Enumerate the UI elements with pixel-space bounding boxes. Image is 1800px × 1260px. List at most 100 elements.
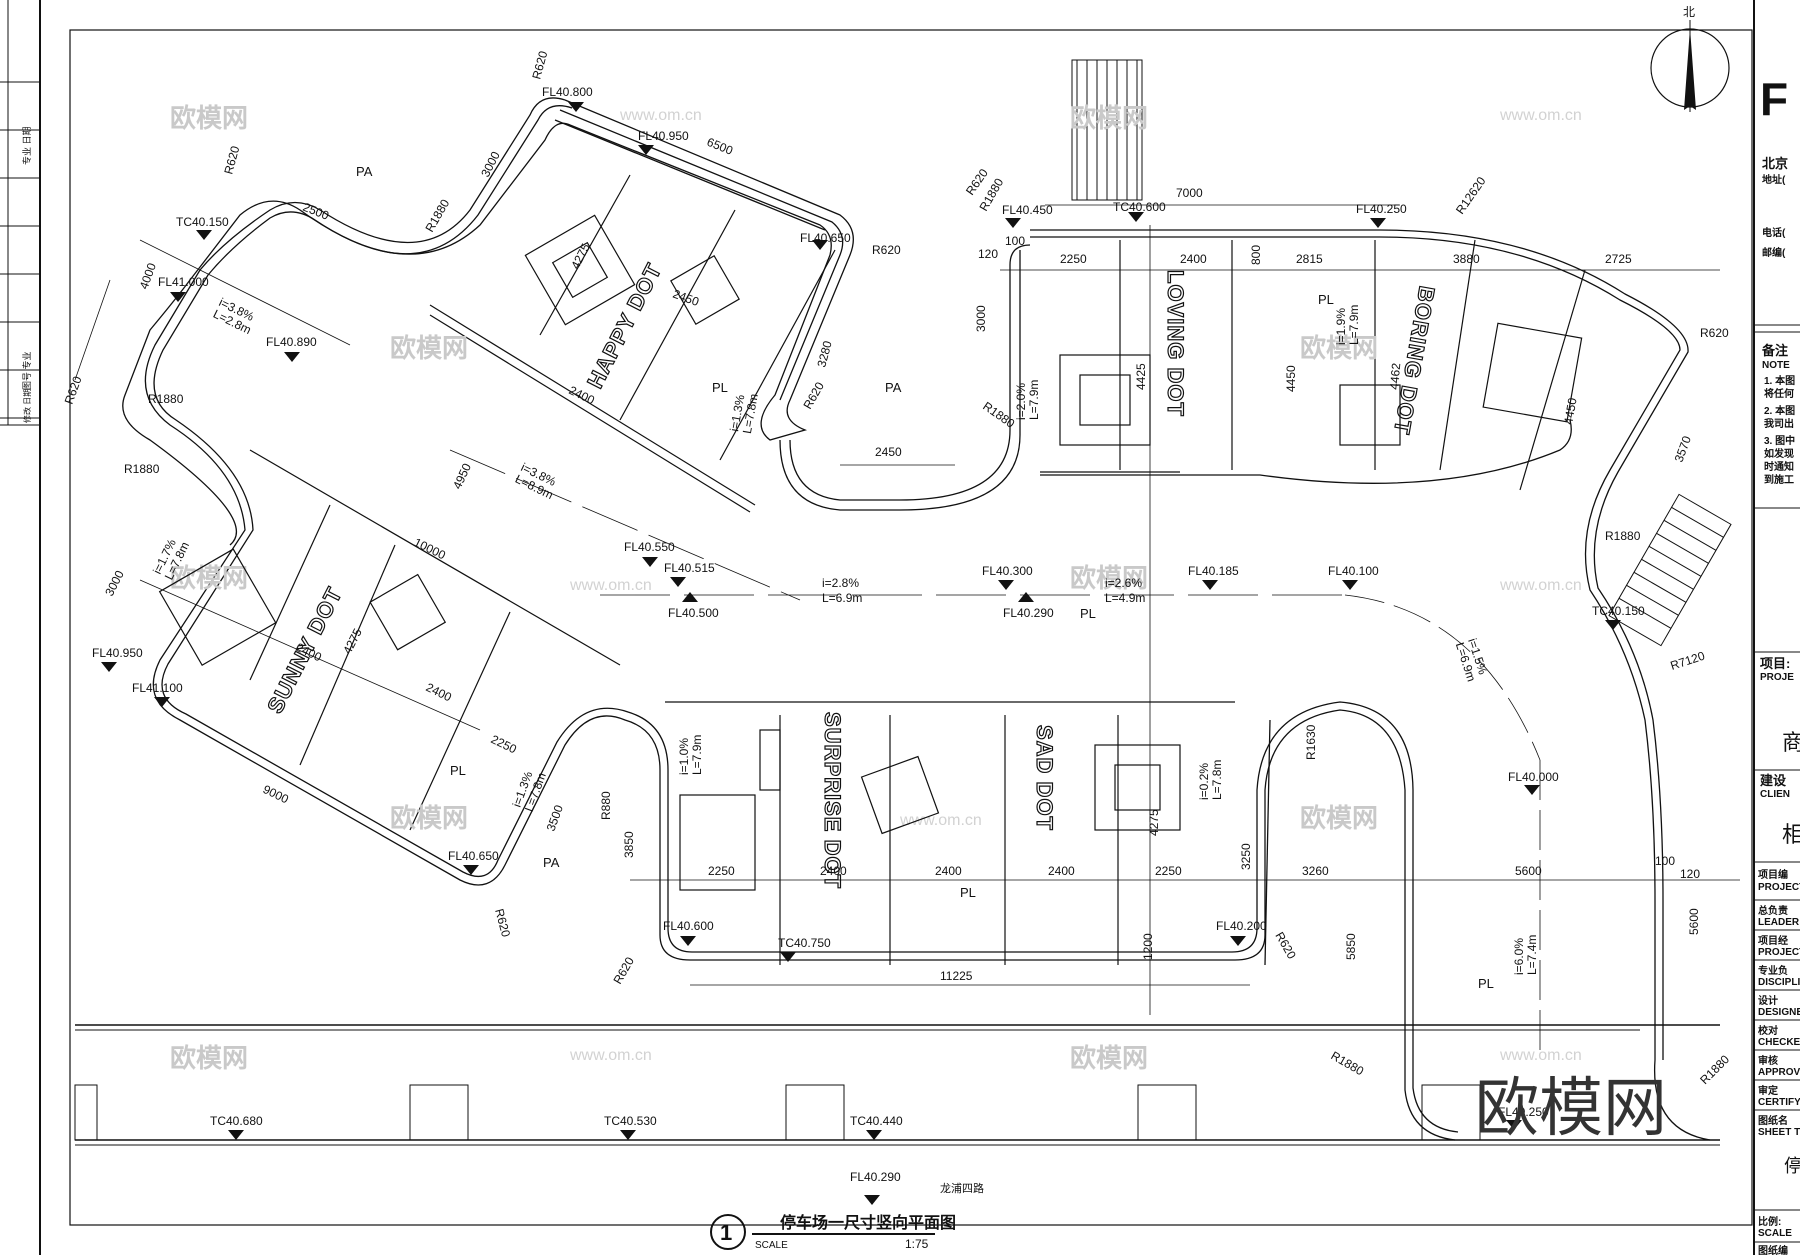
margin-label-2: 图号 专业	[21, 351, 32, 390]
zone-label-pl-1: PL	[712, 380, 728, 395]
footer-cn: 图纸编	[1758, 1244, 1788, 1255]
radius-16: R7120	[1669, 649, 1707, 673]
dim-2250-b: 2250	[489, 732, 519, 756]
company-postcode: 邮编(	[1762, 246, 1786, 259]
watermark-layer: 欧模网 欧模网 欧模网 欧模网 欧模网 欧模网 欧模网 欧模网 欧模网 欧模网 …	[170, 103, 1582, 1073]
watermark-9: 欧模网	[170, 1043, 248, 1073]
curb-upper-right-lot	[779, 229, 1711, 1141]
curb-upper-left-lot	[122, 99, 854, 546]
radius-20: R620	[1272, 930, 1299, 962]
radius-15: R620	[492, 907, 513, 939]
elev-fl-41-000: FL41.000	[158, 275, 209, 289]
crosswalk-top	[1071, 59, 1143, 201]
watermark-5: 欧模网	[170, 563, 248, 593]
elev-fl-40-950: FL40.950	[638, 129, 689, 143]
row-approver: 审核	[1758, 1054, 1778, 1067]
zone-label-pl-6: PL	[1478, 976, 1494, 991]
dim-4275-c: 4275	[1147, 809, 1161, 836]
zone-label-pa-3: PA	[543, 855, 560, 870]
elev-fl-40-185: FL40.185	[1188, 564, 1239, 578]
row-leader: 总负责	[1758, 904, 1788, 917]
elev-fl-40-200: FL40.200	[1216, 919, 1267, 933]
row-project-no: 项目编	[1758, 868, 1788, 881]
row-discipline-en: DISCIPLI	[1758, 977, 1800, 988]
row-manager-en: PROJECT	[1758, 947, 1800, 958]
dim-4450-a: 4450	[1284, 365, 1298, 392]
watermark-url-5: www.om.cn	[899, 812, 982, 829]
dim-3570: 3570	[1672, 434, 1694, 464]
dim-2450-b: 2450	[875, 445, 902, 459]
client-label: 建设	[1760, 773, 1787, 788]
radius-8: R620	[1700, 326, 1729, 340]
slope-7-i: i=1.3%	[727, 393, 747, 432]
title-block-text: F 北京 地址( 电话( 邮编( 备注 NOTE 1. 本图 将任何 2. 本图…	[1758, 73, 1800, 1257]
drawing-title: 停车场一尺寸竖向平面图	[780, 1213, 956, 1232]
dim-2725: 2725	[1605, 252, 1632, 266]
zone-label-pl-5: PL	[960, 885, 976, 900]
elev-fl-40-950-b: FL40.950	[92, 646, 143, 660]
radius-6: R1880	[980, 399, 1017, 431]
elev-fl-40-290: FL40.290	[1003, 606, 1054, 620]
scale-cn: 比例:	[1758, 1215, 1781, 1228]
slope-6-l: L=7.9m	[1347, 305, 1361, 345]
dim-3000-b: 3000	[974, 305, 988, 332]
company-name: 北京	[1762, 156, 1788, 171]
dim-5600-a: 5600	[1515, 864, 1542, 878]
slope-11-l: L=7.4m	[1525, 935, 1539, 975]
stencil-happy-dot: HAPPY DOT	[582, 259, 666, 392]
slope-6-i: i=1.9%	[1334, 308, 1348, 345]
elev-fl-40-250: FL40.250	[1356, 202, 1407, 216]
watermark-8: 欧模网	[1300, 803, 1378, 833]
watermark-url-2: www.om.cn	[1499, 107, 1582, 124]
project-label-en: PROJE	[1760, 672, 1794, 683]
radius-22: R1880	[148, 392, 184, 406]
dim-11225: 11225	[940, 969, 973, 983]
slope-9-i: i=1.0%	[677, 738, 691, 775]
small-dimension-values: 100 120 800 1200 100 120	[978, 234, 1700, 960]
radius-1: R620	[529, 49, 550, 81]
margin-label-1: 专业 日期	[21, 126, 32, 165]
dim-3000-c: 3000	[102, 568, 127, 598]
elev-fl-40-290-road: FL40.290	[850, 1170, 901, 1184]
slope-3-i: i=2.8%	[822, 576, 859, 590]
watermark-6: 欧模网	[1070, 563, 1148, 593]
sdim-120-a: 120	[978, 247, 998, 261]
sheet-value: 停	[1784, 1156, 1800, 1176]
elev-tc-40-750: TC40.750	[778, 936, 831, 950]
watermark-url-1: www.om.cn	[619, 107, 702, 124]
elev-fl-40-300: FL40.300	[982, 564, 1033, 578]
slope-4-l: L=4.9m	[1105, 591, 1145, 605]
dim-2815: 2815	[1296, 252, 1323, 266]
radius-13: R880	[599, 791, 613, 820]
slope-7-l: L=7.8m	[740, 393, 761, 435]
dim-5850: 5850	[1344, 933, 1358, 960]
radius-11: R1880	[124, 462, 160, 476]
elev-tc-40-150-b: TC40.150	[1592, 604, 1645, 618]
notes-title: 备注	[1761, 343, 1788, 358]
slope-4-i: i=2.6%	[1105, 576, 1142, 590]
row-designer: 设计	[1758, 994, 1778, 1007]
radius-9: R1880	[1605, 529, 1641, 543]
row-designer-en: DESIGNEI	[1758, 1007, 1800, 1018]
note-line-8: 到施工	[1764, 473, 1794, 486]
note-line-1: 1. 本图	[1764, 374, 1795, 387]
row-sheet-title-en: SHEET T	[1758, 1127, 1800, 1138]
elev-fl-40-550: FL40.550	[624, 540, 675, 554]
dim-2400-d: 2400	[820, 864, 847, 878]
crosswalk-right	[1608, 493, 1732, 647]
project-label: 项目:	[1760, 656, 1790, 671]
sdim-100-a: 100	[1005, 234, 1025, 248]
watermark-url-6: www.om.cn	[569, 1047, 652, 1064]
radius-19: R1880	[1697, 1052, 1732, 1087]
radius-labels: R620 R620 R1880 R620 R620 R1880 R12620 R…	[62, 49, 1733, 1087]
watermark-url-7: www.om.cn	[1499, 1047, 1582, 1064]
elev-fl-41-100: FL41.100	[132, 681, 183, 695]
dim-10000: 10000	[412, 535, 448, 562]
dim-4425: 4425	[1134, 363, 1148, 390]
dim-4462: 4462	[1387, 362, 1403, 390]
row-project-no-en: PROJECT	[1758, 882, 1800, 893]
row-discipline: 专业负	[1758, 964, 1788, 977]
slope-5-i: i=2.0%	[1014, 383, 1028, 420]
dim-2400-a: 2400	[1180, 252, 1207, 266]
